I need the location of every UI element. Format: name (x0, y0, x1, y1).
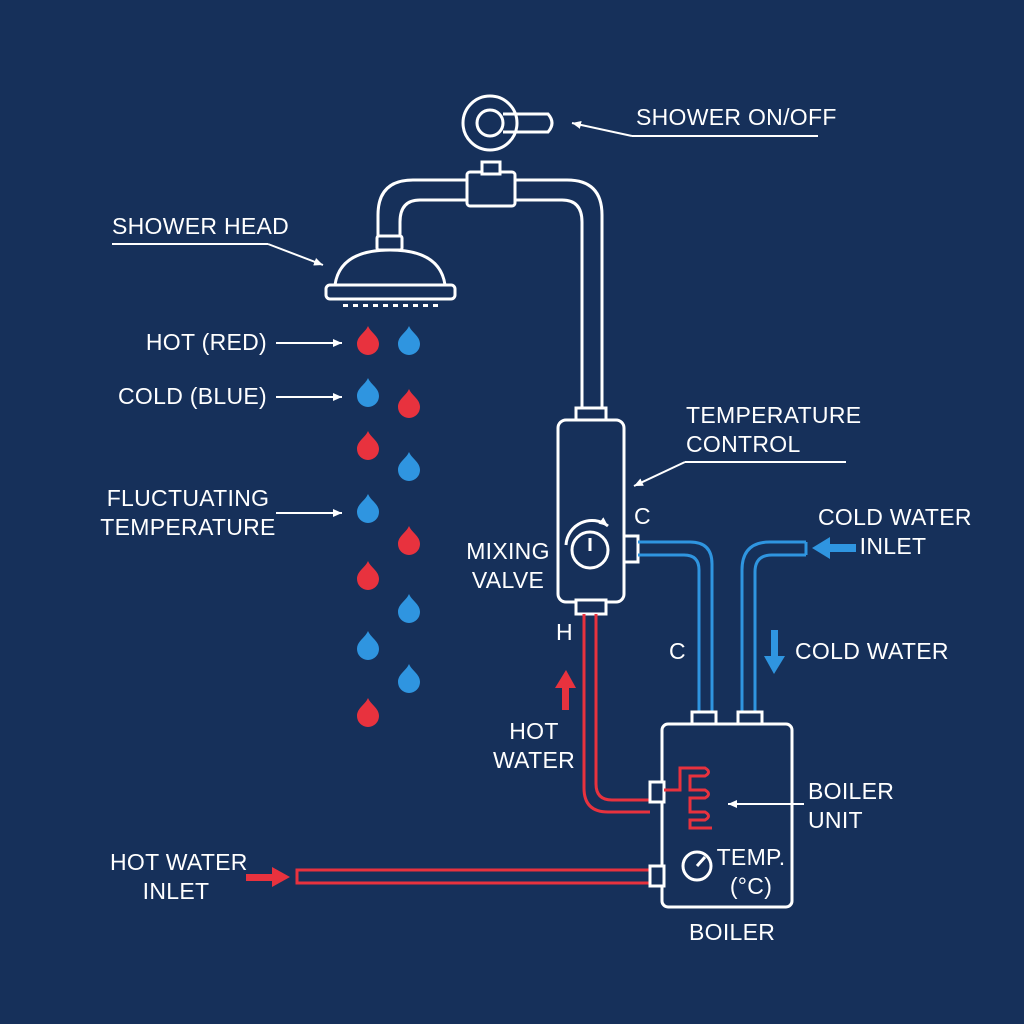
cold-droplet-icon (398, 664, 420, 693)
valve-hot-port-label: H (556, 619, 573, 645)
cold-droplet-icon (357, 494, 379, 523)
nozzle-dash (413, 304, 418, 307)
hot-water-inlet-pipe (295, 868, 650, 885)
hot-red-label: HOT (RED) (145, 329, 267, 355)
hot-droplet-icon (398, 389, 420, 418)
cold-droplet-icon (357, 631, 379, 660)
shower-head-icon (324, 234, 457, 301)
fluctuating-temperature-label: FLUCTUATING TEMPERATURE (100, 485, 276, 540)
nozzle-dash (383, 304, 388, 307)
nozzle-dash (343, 304, 348, 307)
cold-water-inlet-label: COLD WATER INLET (818, 504, 972, 559)
cold-water-pipe-to-valve (638, 540, 714, 712)
hot-droplet-icon (357, 561, 379, 590)
leader-on-off (571, 120, 633, 137)
boiler-unit-label: BOILER UNIT (808, 778, 895, 833)
heating-coil-icon (664, 766, 712, 830)
shower-on-off-label: SHOWER ON/OFF (636, 104, 837, 130)
cold-pipe-marker-label: C (669, 638, 686, 664)
nozzle-dash (353, 304, 358, 307)
leader-temp-control (633, 461, 686, 487)
cold-water-inlet-pipe (740, 540, 808, 712)
flow-arrow-hot-up (555, 670, 576, 710)
hot-water-label: HOT WATER (493, 718, 575, 773)
flow-arrow-cold-in (812, 537, 856, 559)
temperature-control-label: TEMPERATURE CONTROL (686, 402, 862, 457)
shower-head-nozzles (343, 304, 438, 307)
mixing-valve-knob-icon[interactable] (564, 517, 610, 570)
nozzle-dash (393, 304, 398, 307)
t-connector-stem (480, 160, 502, 176)
hot-droplet-icon (398, 526, 420, 555)
nozzle-dash (403, 304, 408, 307)
mixing-valve-label: MIXING VALVE (466, 538, 550, 593)
hot-water-pipe-to-valve (582, 614, 650, 814)
cold-droplet-icon (398, 594, 420, 623)
water-droplets (357, 326, 420, 727)
boiler-label: BOILER (689, 919, 776, 945)
nozzle-dash (433, 304, 438, 307)
mixing-valve-body (556, 406, 640, 616)
temperature-gauge-icon (681, 850, 713, 882)
valve-cold-port-label: C (634, 503, 651, 529)
cold-droplet-icon (398, 326, 420, 355)
nozzle-dash (373, 304, 378, 307)
flow-arrow-hot-in (246, 867, 290, 887)
hot-droplet-icon (357, 698, 379, 727)
flow-arrow-cold-down (764, 630, 785, 674)
hot-droplet-icon (357, 431, 379, 460)
boiler-unit-body (648, 710, 794, 909)
cold-droplet-icon (398, 452, 420, 481)
nozzle-dash (363, 304, 368, 307)
nozzle-dash (423, 304, 428, 307)
temp-label: TEMP. (°C) (716, 844, 786, 899)
cold-water-label: COLD WATER (795, 638, 949, 664)
shower-head-label: SHOWER HEAD (112, 213, 290, 239)
t-connector (465, 170, 517, 208)
leader-shower-head (267, 243, 324, 266)
shower-on-off-handle-icon[interactable] (461, 94, 554, 152)
cold-droplet-icon (357, 378, 379, 407)
hot-water-inlet-label: HOT WATER INLET (110, 849, 248, 904)
cold-blue-label: COLD (BLUE) (118, 383, 267, 409)
hot-droplet-icon (357, 326, 379, 355)
